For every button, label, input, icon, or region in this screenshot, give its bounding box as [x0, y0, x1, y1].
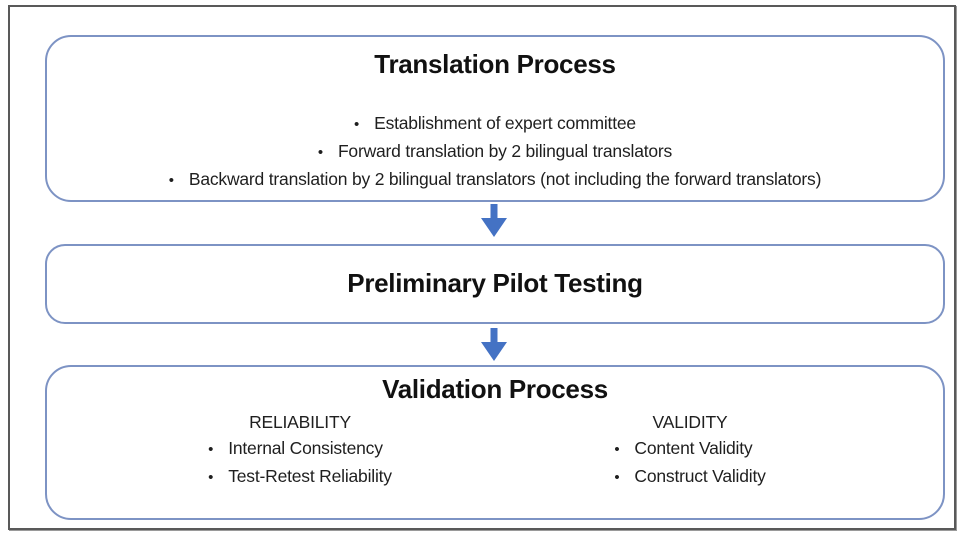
- bullet-item: • Forward translation by 2 bilingual tra…: [47, 138, 943, 166]
- step-box-translation-process: Translation Process • Establishment of e…: [45, 35, 945, 202]
- down-arrow-icon: [481, 328, 507, 361]
- down-arrow-shape: [481, 204, 507, 237]
- down-arrow-shape: [481, 328, 507, 361]
- column-header: RELIABILITY: [249, 412, 351, 433]
- bullet-text: Construct Validity: [634, 466, 766, 487]
- bullet-text: Internal Consistency: [228, 438, 383, 459]
- bullet-marker: •: [317, 144, 323, 162]
- bullet-list: • Internal Consistency • Test-Retest Rel…: [208, 435, 392, 491]
- step-title: Validation Process: [382, 374, 608, 404]
- diagram-frame: Translation Process • Establishment of e…: [8, 5, 956, 530]
- down-arrow-icon: [481, 204, 507, 237]
- bullet-marker: •: [208, 469, 214, 487]
- bullet-marker: •: [168, 172, 174, 190]
- bullet-text: Test-Retest Reliability: [228, 466, 392, 487]
- bullet-item: • Test-Retest Reliability: [208, 463, 392, 491]
- bullet-item: • Internal Consistency: [208, 435, 392, 463]
- bullet-text: Establishment of expert committee: [374, 113, 636, 134]
- validation-columns: RELIABILITY • Internal Consistency • Tes…: [105, 409, 885, 491]
- bullet-item: • Backward translation by 2 bilingual tr…: [47, 166, 943, 194]
- bullet-list: • Content Validity • Construct Validity: [614, 435, 766, 491]
- bullet-text: Forward translation by 2 bilingual trans…: [337, 141, 673, 162]
- bullet-item: • Establishment of expert committee: [47, 110, 943, 138]
- bullet-marker: •: [614, 469, 620, 487]
- bullet-text: Content Validity: [634, 438, 753, 459]
- step-box-preliminary-pilot-testing: Preliminary Pilot Testing: [45, 244, 945, 324]
- bullet-marker: •: [614, 441, 620, 459]
- bullet-marker: •: [354, 116, 360, 134]
- bullet-marker: •: [208, 441, 214, 459]
- column-header: VALIDITY: [652, 412, 728, 433]
- bullet-item: • Construct Validity: [614, 463, 766, 491]
- column-reliability: RELIABILITY • Internal Consistency • Tes…: [105, 409, 495, 491]
- step-title: Preliminary Pilot Testing: [347, 268, 643, 299]
- step-title: Translation Process: [374, 49, 616, 79]
- bullet-list: • Establishment of expert committee • Fo…: [47, 110, 943, 194]
- bullet-text: Backward translation by 2 bilingual tran…: [188, 169, 822, 190]
- bullet-item: • Content Validity: [614, 435, 765, 463]
- column-validity: VALIDITY • Content Validity • Construct …: [495, 409, 885, 491]
- step-box-validation-process: Validation Process RELIABILITY • Interna…: [45, 365, 945, 520]
